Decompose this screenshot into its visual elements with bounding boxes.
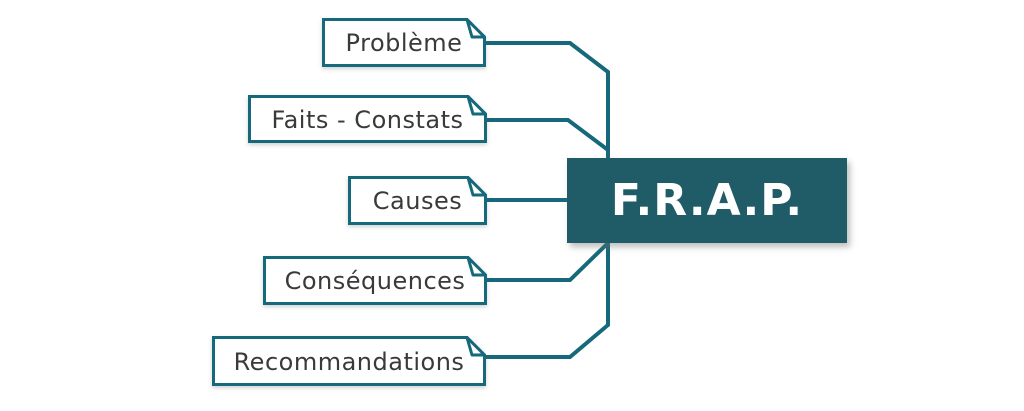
connector-probleme bbox=[486, 41, 610, 158]
node-consequences-label: Conséquences bbox=[284, 267, 466, 295]
node-recommandations-label: Recommandations bbox=[233, 347, 465, 376]
note-shape bbox=[248, 95, 487, 143]
note-shape bbox=[212, 336, 486, 386]
note-outline bbox=[348, 176, 487, 225]
node-faits-constats-label: Faits - Constats bbox=[271, 105, 464, 134]
node-consequences: Conséquences bbox=[263, 256, 487, 305]
node-recommandations: Recommandations bbox=[212, 336, 486, 386]
connector-faits-constats bbox=[487, 118, 610, 158]
frap-center-label: F.R.A.P. bbox=[610, 175, 804, 226]
folded-corner-icon bbox=[466, 176, 487, 197]
note-shape bbox=[263, 256, 487, 305]
folded-corner-icon bbox=[466, 256, 487, 277]
node-causes-label: Causes bbox=[372, 187, 463, 215]
note-outline bbox=[212, 336, 486, 386]
note-outline bbox=[322, 18, 486, 67]
folded-corner-icon bbox=[465, 18, 486, 39]
connector-recommandations bbox=[486, 243, 610, 359]
note-shape bbox=[322, 18, 486, 67]
node-probleme: Problème bbox=[322, 18, 486, 67]
note-shape bbox=[348, 176, 487, 225]
note-outline bbox=[263, 256, 487, 305]
note-outline bbox=[248, 95, 487, 143]
node-causes: Causes bbox=[348, 176, 487, 225]
frap-center-box: F.R.A.P. bbox=[567, 158, 847, 243]
folded-corner-icon bbox=[466, 95, 487, 116]
folded-corner-icon bbox=[465, 336, 486, 357]
node-probleme-label: Problème bbox=[345, 29, 463, 57]
node-faits-constats: Faits - Constats bbox=[248, 95, 487, 143]
connector-consequences bbox=[487, 241, 610, 282]
